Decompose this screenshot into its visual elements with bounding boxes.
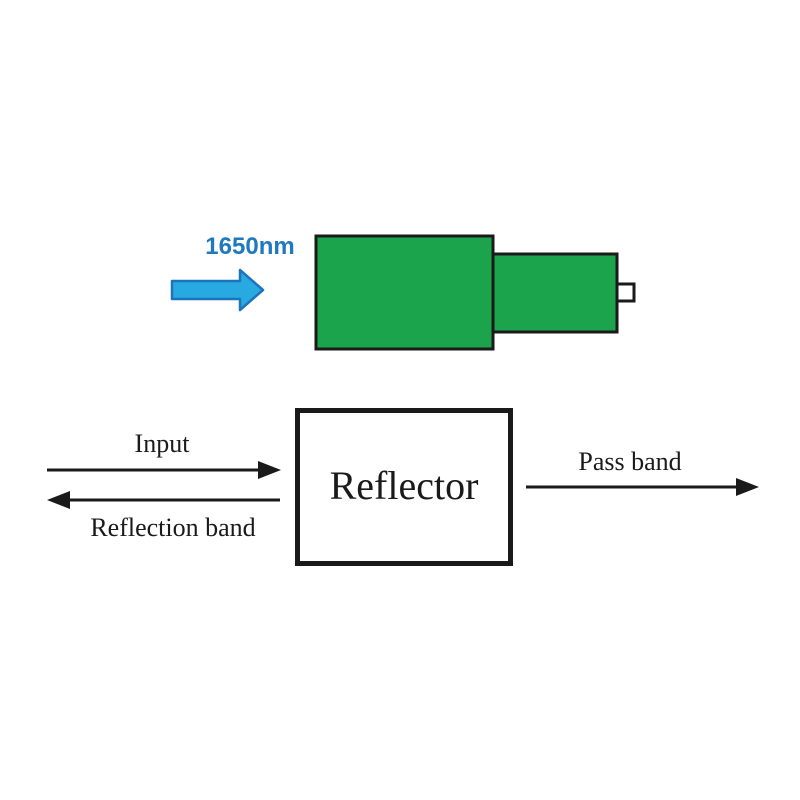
reflector-box <box>295 408 513 566</box>
pass-band-arrow-icon <box>526 478 759 496</box>
input-arrow-head <box>258 461 281 479</box>
connector-rear-body-shape <box>491 252 619 334</box>
input-label: Input <box>135 429 191 458</box>
fiber-connector-graphic <box>314 234 636 351</box>
input-arrow-icon <box>47 461 281 479</box>
connector-tab-shape <box>615 282 636 303</box>
pass-band-label: Pass band <box>578 447 681 476</box>
wavelength-label: 1650nm <box>205 233 294 260</box>
pass-band-arrow-head <box>736 478 759 496</box>
reflection-band-label: Reflection band <box>90 513 255 542</box>
wavelength-block-arrow-icon <box>170 268 265 312</box>
block-arrow-shape <box>170 268 265 312</box>
reflection-arrow-icon <box>47 491 280 509</box>
connector-front-body-shape <box>314 234 495 351</box>
reflector-box-label: Reflector <box>330 463 479 508</box>
reflection-arrow-head <box>47 491 70 509</box>
